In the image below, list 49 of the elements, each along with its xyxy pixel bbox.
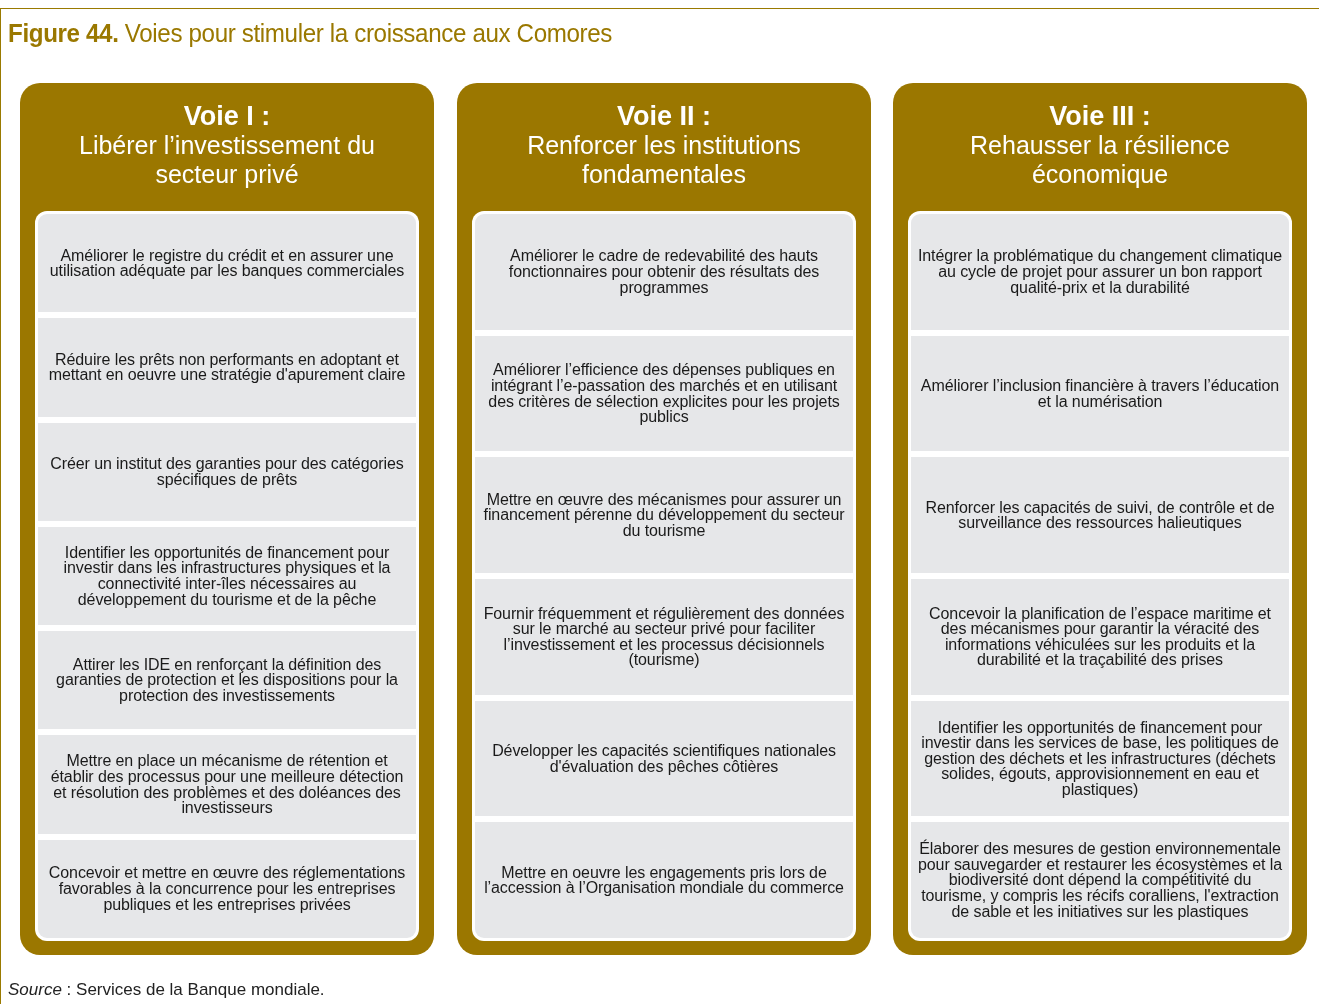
action-text: Améliorer le cadre de redevabilité des hauts fonctionnaires pour obtenir des résultats des programmes [507, 248, 821, 296]
column-subheading: Renforcer les institutions fondamentales [526, 131, 802, 189]
column-heading: Voie III : [1048, 101, 1152, 131]
pathway-column [20, 83, 434, 955]
action-text: Fournir fréquemment et régulièrement des données sur le marché au secteur privé pour faciliter l’investissement et les processus décisionnels (tourisme) [482, 605, 846, 669]
pathway-column [457, 83, 871, 955]
action-box [475, 335, 853, 452]
action-text: Développer les capacités scientifiques nationales d'évaluation des pêches côtières [491, 742, 837, 775]
action-box [475, 822, 853, 939]
column-heading: Voie I : [182, 101, 272, 131]
action-box [475, 700, 853, 817]
action-text: Réduire les prêts non performants en adoptant et mettant en oeuvre une stratégie d'apurement claire [47, 351, 407, 383]
action-text: Mettre en œuvre des mécanismes pour assurer un financement pérenne du développement du secteur du tourisme [482, 491, 846, 539]
action-box [38, 214, 416, 313]
action-text: Élaborer des mesures de gestion environnementale pour sauvegarder et restaurer les écosystèmes et la biodiversité dont dépend la compétitivité du tourisme, y compris les récifs coralliens, l'extraction de sable et les initiatives sur les plastiques [917, 841, 1283, 920]
figure-title: Figure 44. Voies pour stimuler la croissance aux Comores [8, 18, 613, 49]
action-box [38, 422, 416, 521]
column-subheading: Libérer l’investissement du secteur privé [78, 131, 376, 189]
action-text: Renforcer les capacités de suivi, de contrôle et de surveillance des ressources halieutiques [924, 499, 1276, 531]
action-box [911, 214, 1289, 330]
action-text: Créer un institut des garanties pour des catégories spécifiques de prêts [49, 456, 405, 488]
action-box [911, 700, 1289, 817]
action-text: Identifier les opportunités de financement pour investir dans les infrastructures physiques et la connectivité inter-îles nécessaires au développement du tourisme et de la pêche [62, 544, 392, 608]
action-box [475, 579, 853, 695]
action-box [38, 526, 416, 626]
action-box [475, 214, 853, 330]
action-box [911, 457, 1289, 573]
action-box [38, 839, 416, 938]
action-box [475, 457, 853, 573]
action-text: Améliorer l’inclusion financière à travers l’éducation et la numérisation [919, 377, 1281, 410]
action-text: Mettre en place un mécanisme de rétention et établir des processus pour une meilleure détection et résolution des problèmes et des doléances des investisseurs [49, 753, 405, 816]
action-text: Améliorer le registre du crédit et en assurer une utilisation adéquate par les banques commerciales [48, 247, 406, 279]
action-box [38, 631, 416, 730]
action-box [911, 335, 1289, 452]
action-text: Intégrer la problématique du changement climatique au cycle de projet pour assurer un bon rapport qualité-prix et la durabilité [916, 248, 1284, 296]
action-text: Attirer les IDE en renforçant la définition des garanties de protection et les dispositions pour la protection des investissements [55, 656, 399, 704]
source-caption: Source : Services de la Banque mondiale. [8, 980, 325, 1000]
action-text: Améliorer l’efficience des dépenses publiques en intégrant l’e-passation des marchés et en utilisant des critères de sélection explicites pour les projets publics [487, 362, 841, 425]
pathway-column [893, 83, 1307, 955]
column-heading: Voie II : [616, 101, 712, 131]
action-text: Identifier les opportunités de financement pour investir dans les services de base, les politiques de gestion des déchets et les infrastructures (déchets solides, égouts, approvisionnement en eau et plastiques) [920, 719, 1280, 798]
column-subheading: Rehausser la résilience économique [969, 131, 1231, 189]
action-box [911, 822, 1289, 939]
action-text: Mettre en oeuvre les engagements pris lors de l’accession à l’Organisation mondiale du commerce [483, 864, 845, 896]
action-text: Concevoir et mettre en œuvre des réglementations favorables à la concurrence pour les entreprises publiques et les entreprises privées [47, 865, 407, 913]
action-box [911, 579, 1289, 695]
action-box [38, 735, 416, 834]
action-text: Concevoir la planification de l’espace maritime et des mécanismes pour garantir la véracité des informations véhiculées sur les produits et la durabilité et la traçabilité des prises [928, 605, 1272, 669]
action-box [38, 318, 416, 417]
